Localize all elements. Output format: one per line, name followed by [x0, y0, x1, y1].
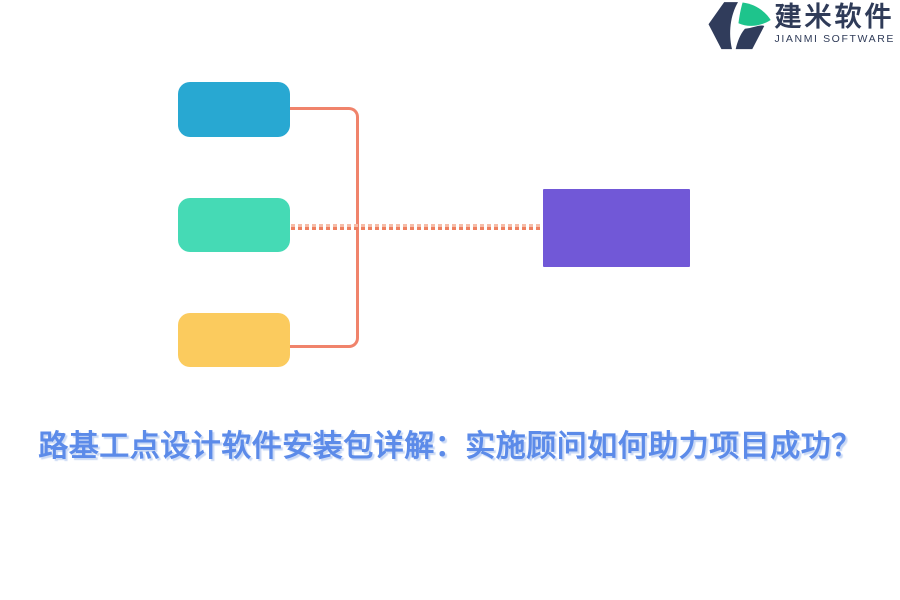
logo-company-name: 建米软件: [774, 2, 895, 32]
diagram-node-purple: [543, 189, 690, 267]
logo-hexagon-bottom-right: [735, 25, 764, 50]
diagram-node-blue: [178, 82, 290, 137]
jianmi-logo: 建米软件 JIANMI SOFTWARE: [708, 0, 895, 50]
diagram-node-yellow: [178, 313, 290, 367]
logo-company-subtitle: JIANMI SOFTWARE: [774, 33, 895, 45]
logo-text-block: 建米软件 JIANMI SOFTWARE: [775, 0, 895, 45]
logo-leaf: [738, 2, 771, 26]
diagram-node-teal: [178, 198, 290, 252]
page-title: 路基工点设计软件安装包详解：实施顾问如何助力项目成功？: [38, 430, 862, 463]
logo-hexagon-left: [708, 2, 738, 50]
jianmi-logo-icon: [708, 2, 771, 50]
connector-dashed-line: [291, 224, 543, 230]
